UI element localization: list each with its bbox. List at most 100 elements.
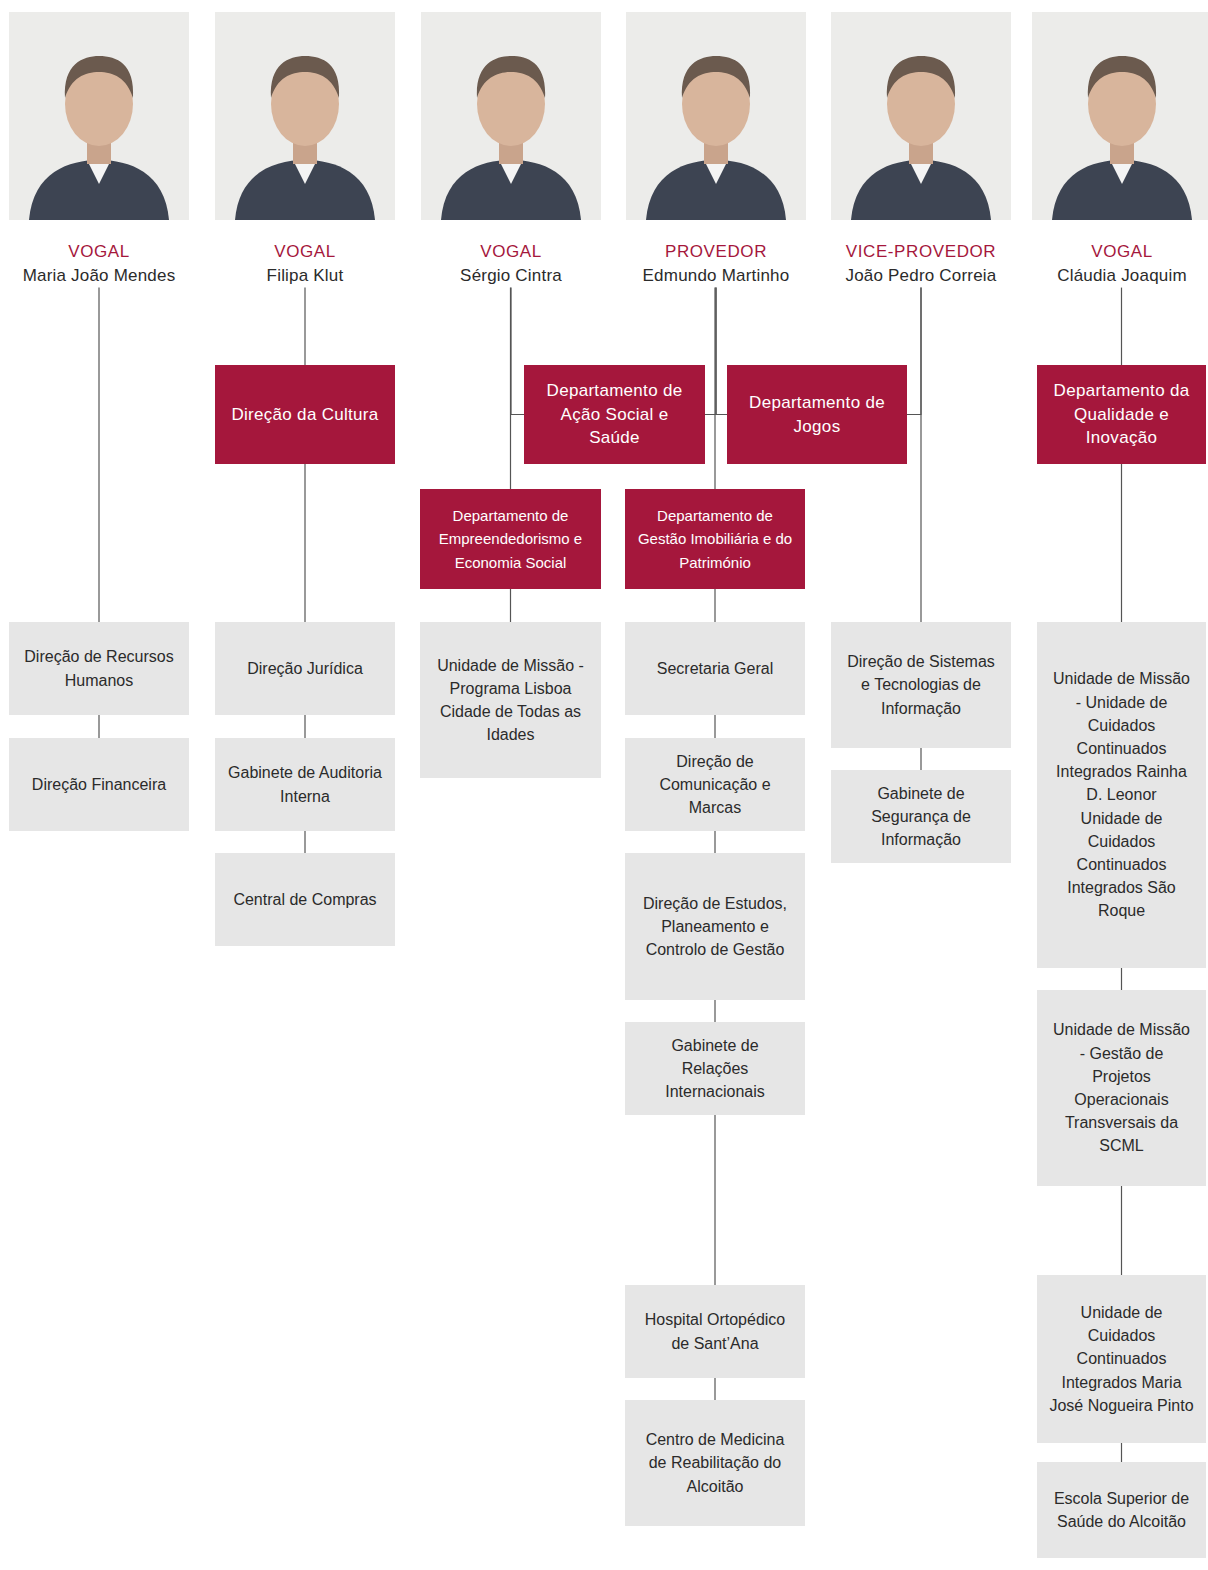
org-connector <box>714 1000 715 1022</box>
org-connector <box>1121 464 1122 622</box>
person-name: Filipa Klut <box>202 264 408 288</box>
org-connector <box>304 464 305 622</box>
board-member: VOGALCláudia Joaquim <box>1020 12 1208 288</box>
unit-box: Unidade de Missão - Programa Lisboa Cida… <box>420 622 601 778</box>
box-label: Hospital Ortopédico de Sant’Ana <box>637 1308 793 1354</box>
org-connector <box>920 748 921 770</box>
box-label: Escola Superior de Saúde do Alcoitão <box>1049 1487 1194 1533</box>
person-name: Cláudia Joaquim <box>1020 264 1208 288</box>
box-label: Departamento da Qualidade e Inovação <box>1049 379 1194 450</box>
box-label: Direção de Comunicação e Marcas <box>637 750 793 820</box>
unit-box: Direção Financeira <box>9 738 189 831</box>
org-connector <box>705 288 716 415</box>
department-box: Departamento de Gestão Imobiliária e do … <box>625 489 805 589</box>
board-member: VOGALMaria João Mendes <box>0 12 202 288</box>
box-label: Gabinete de Relações Internacionais <box>637 1034 793 1104</box>
box-label: Secretaria Geral <box>657 657 774 680</box>
department-box: Direção da Cultura <box>215 365 395 464</box>
unit-box: Unidade de Missão - Gestão de Projetos O… <box>1037 990 1206 1186</box>
box-label: Departamento de Empreendedorismo e Econo… <box>426 504 595 574</box>
unit-box: Direção de Sistemas e Tecnologias de Inf… <box>831 622 1011 748</box>
unit-box: Escola Superior de Saúde do Alcoitão <box>1037 1462 1206 1558</box>
person-name: Maria João Mendes <box>0 264 202 288</box>
org-connector <box>510 288 511 489</box>
box-label: Unidade de Missão - Programa Lisboa Cida… <box>432 654 589 747</box>
unit-box: Gabinete de Auditoria Interna <box>215 738 395 831</box>
box-label: Unidade de Cuidados Continuados Integrad… <box>1049 1301 1194 1417</box>
org-connector <box>714 1378 715 1400</box>
box-label: Unidade de Missão - Gestão de Projetos O… <box>1049 1018 1194 1157</box>
box-label: Direção de Estudos, Planeamento e Contro… <box>637 892 793 962</box>
box-label: Direção Jurídica <box>247 657 363 680</box>
role-title: VOGAL <box>202 240 408 264</box>
org-connector <box>1121 1443 1122 1462</box>
box-label: Unidade de Cuidados Continuados Integrad… <box>1049 807 1194 923</box>
board-member: PROVEDOREdmundo Martinho <box>613 12 819 288</box>
box-label: Gabinete de Segurança de Informação <box>843 782 999 852</box>
board-member: VOGALSérgio Cintra <box>408 12 614 288</box>
portrait-photo <box>1032 12 1208 220</box>
department-box: Departamento de Jogos <box>727 365 907 464</box>
unit-box: Unidade de Missão - Unidade de Cuidados … <box>1037 622 1206 968</box>
org-connector <box>304 831 305 853</box>
org-connector <box>714 589 715 622</box>
box-label: Departamento de Jogos <box>739 391 895 439</box>
role-title: VICE-PROVEDOR <box>818 240 1024 264</box>
box-label: Direção de Recursos Humanos <box>21 645 177 691</box>
box-label: Central de Compras <box>233 888 376 911</box>
role-title: PROVEDOR <box>613 240 819 264</box>
unit-box: Direção de Estudos, Planeamento e Contro… <box>625 853 805 1000</box>
unit-box: Centro de Medicina de Reabilitação do Al… <box>625 1400 805 1526</box>
org-connector <box>304 288 305 365</box>
unit-box: Secretaria Geral <box>625 622 805 715</box>
unit-box: Central de Compras <box>215 853 395 946</box>
box-label: Unidade de Missão - Unidade de Cuidados … <box>1049 667 1194 806</box>
board-member: VOGALFilipa Klut <box>202 12 408 288</box>
org-connector <box>714 831 715 853</box>
portrait-photo <box>9 12 189 220</box>
unit-box: Direção Jurídica <box>215 622 395 715</box>
org-connector <box>304 715 305 738</box>
box-label: Direção Financeira <box>32 773 166 796</box>
org-connector <box>714 715 715 738</box>
board-member: VICE-PROVEDORJoão Pedro Correia <box>818 12 1024 288</box>
portrait-photo <box>421 12 601 220</box>
org-connector <box>716 288 727 415</box>
portrait-photo <box>215 12 395 220</box>
org-connector <box>714 288 715 489</box>
person-name: Edmundo Martinho <box>613 264 819 288</box>
box-label: Centro de Medicina de Reabilitação do Al… <box>637 1428 793 1498</box>
org-connector <box>1121 968 1122 990</box>
org-connector <box>98 288 99 622</box>
portrait-photo <box>831 12 1011 220</box>
role-title: VOGAL <box>1020 240 1208 264</box>
role-title: VOGAL <box>0 240 202 264</box>
org-connector <box>510 589 511 622</box>
org-connector <box>1121 288 1122 365</box>
org-connector <box>98 715 99 738</box>
department-box: Departamento de Ação Social e Saúde <box>524 365 705 464</box>
unit-box: Direção de Comunicação e Marcas <box>625 738 805 831</box>
department-box: Departamento da Qualidade e Inovação <box>1037 365 1206 464</box>
role-title: VOGAL <box>408 240 614 264</box>
org-connector <box>907 288 921 415</box>
unit-box: Gabinete de Segurança de Informação <box>831 770 1011 863</box>
box-label: Direção de Sistemas e Tecnologias de Inf… <box>843 650 999 720</box>
unit-box: Gabinete de Relações Internacionais <box>625 1022 805 1115</box>
org-connector <box>920 288 921 622</box>
org-connector <box>511 288 524 415</box>
portrait-photo <box>626 12 806 220</box>
org-connector <box>714 1115 715 1285</box>
person-name: João Pedro Correia <box>818 264 1024 288</box>
box-label: Direção da Cultura <box>231 403 378 427</box>
box-label: Departamento de Gestão Imobiliária e do … <box>631 504 799 574</box>
person-name: Sérgio Cintra <box>408 264 614 288</box>
unit-box: Direção de Recursos Humanos <box>9 622 189 715</box>
box-label: Departamento de Ação Social e Saúde <box>536 379 693 450</box>
department-box: Departamento de Empreendedorismo e Econo… <box>420 489 601 589</box>
box-label: Gabinete de Auditoria Interna <box>227 761 383 807</box>
unit-box: Unidade de Cuidados Continuados Integrad… <box>1037 1275 1206 1443</box>
unit-box: Hospital Ortopédico de Sant’Ana <box>625 1285 805 1378</box>
org-connector <box>1121 1186 1122 1275</box>
